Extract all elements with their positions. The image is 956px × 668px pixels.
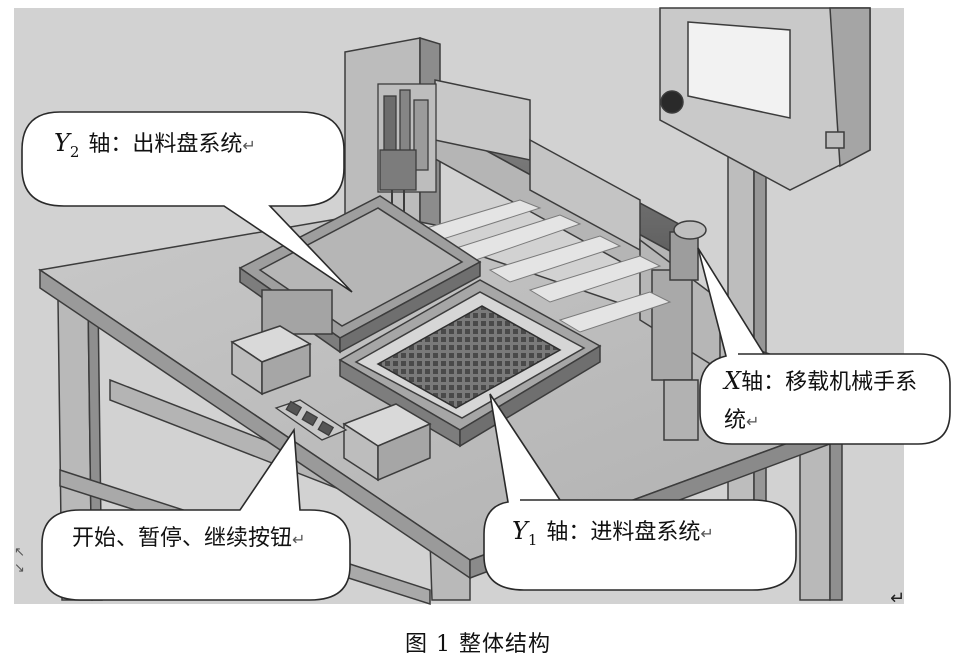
callout-y1-label: Y1 轴：进料盘系统↵ bbox=[512, 517, 714, 549]
callout-bubble-x bbox=[697, 247, 951, 445]
emergency-stop-icon bbox=[660, 90, 684, 114]
corner-mark-icon-2: ↘ bbox=[14, 561, 25, 576]
output-tray-y2 bbox=[238, 195, 482, 354]
callout-x-label: X轴：移载机械手系 bbox=[724, 367, 918, 395]
callout-y2-label: Y2 轴：出料盘系统↵ bbox=[54, 129, 256, 161]
corner-mark-icon: ↖ bbox=[14, 545, 25, 560]
hmi-screen bbox=[687, 21, 791, 119]
callout-bubble-buttons bbox=[41, 427, 351, 601]
figure-caption: 图 1 整体结构 bbox=[405, 632, 551, 657]
transfer-manipulator bbox=[377, 83, 437, 214]
machine-rendering: ↖ ↘ ↵ bbox=[14, 7, 951, 609]
control-buttons bbox=[274, 399, 348, 441]
return-mark-icon: ↵ bbox=[890, 588, 905, 609]
callout-x-label-line2: 统↵ bbox=[724, 408, 760, 433]
callout-buttons-label: 开始、暂停、继续按钮↵ bbox=[72, 526, 306, 551]
drive-boxes bbox=[230, 325, 432, 482]
callout-bubble-y1 bbox=[483, 393, 797, 591]
callout-shapes bbox=[21, 111, 951, 601]
callout-bubble-y2 bbox=[21, 111, 353, 293]
